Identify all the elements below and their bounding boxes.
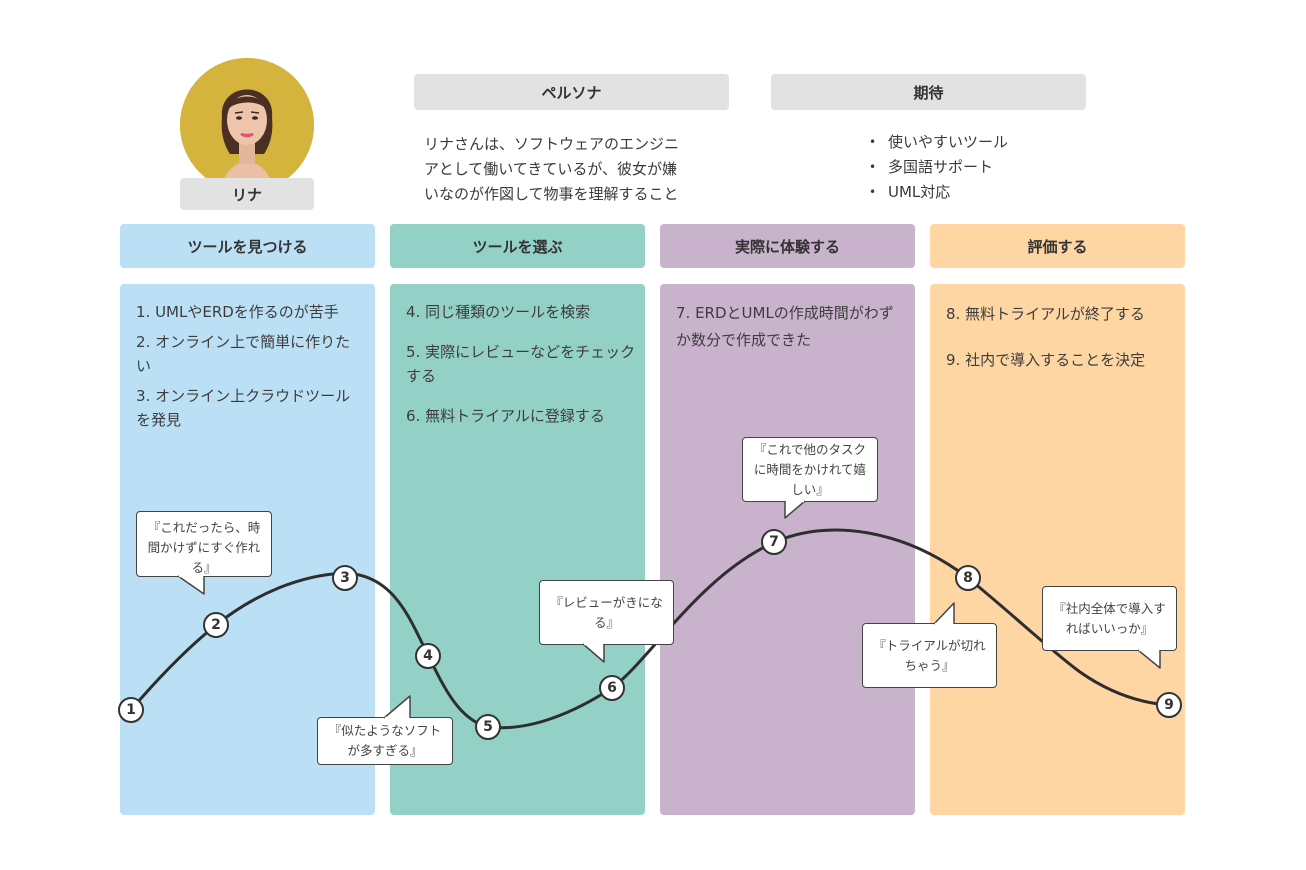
quote-line: に時間をかけれて嬉 (753, 462, 867, 477)
persona-header: ペルソナ (414, 74, 729, 110)
quote-line: 『これだったら、時 (147, 520, 261, 535)
stage-column-evaluate: 8. 無料トライアルが終了する 9. 社内で導入することを決定 (930, 284, 1185, 815)
persona-description: リナさんは、ソフトウェアのエンジニ アとして働いてきているが、彼女が嫌 いなのが… (424, 132, 724, 207)
step-list: 8. 無料トライアルが終了する 9. 社内で導入することを決定 (946, 302, 1175, 394)
journey-node: 2 (203, 612, 229, 638)
quote-line: ちゃう』 (904, 658, 955, 673)
quote-line: る』 (191, 560, 217, 575)
persona-description-line: アとして働いてきているが、彼女が嫌 (424, 160, 678, 178)
person-photo-icon (180, 58, 314, 192)
quote-line: 間かけずにすぐ作れ (147, 540, 261, 555)
quote-bubble-6: 『レビューがきにな る』 (539, 580, 674, 645)
quote-line: る』 (593, 615, 619, 630)
step-item: 6. 無料トライアルに登録する (406, 407, 605, 425)
persona-description-line: リナさんは、ソフトウェアのエンジニ (424, 135, 680, 153)
stage-header-find-tool: ツールを見つける (120, 224, 375, 268)
persona-avatar (180, 58, 314, 192)
quote-line: 『似たようなソフト (328, 723, 442, 738)
persona-name-label: リナ (180, 178, 314, 210)
quote-bubble-2: 『これだったら、時 間かけずにすぐ作れ る』 (136, 511, 272, 577)
stage-header-try-it: 実際に体験する (660, 224, 915, 268)
step-list: 4. 同じ種類のツールを検索 5. 実際にレビューなどをチェックする 6. 無料… (406, 300, 637, 434)
stage-header-evaluate: 評価する (930, 224, 1185, 268)
quote-line: ればいいっか』 (1065, 621, 1154, 636)
persona-description-line: いなのが作図して物事を理解すること (424, 185, 679, 203)
journey-node: 9 (1156, 692, 1182, 718)
step-item: 2. オンライン上で簡単に作りたい (136, 333, 351, 375)
step-item: 1. UMLやERDを作るのが苦手 (136, 303, 339, 321)
stage-header-choose-tool: ツールを選ぶ (390, 224, 645, 268)
journey-node: 6 (599, 675, 625, 701)
step-item: 7. ERDとUMLの作成時間がわずか数分で作成できた (676, 304, 894, 349)
expectation-item: UML対応 (866, 180, 1008, 205)
journey-node: 7 (761, 529, 787, 555)
step-item: 4. 同じ種類のツールを検索 (406, 303, 591, 321)
quote-bubble-7: 『これで他のタスク に時間をかけれて嬉 しい』 (742, 437, 878, 502)
quote-bubble-4: 『似たようなソフト が多すぎる』 (317, 717, 453, 765)
quote-line: 『社内全体で導入す (1053, 601, 1166, 616)
journey-node: 1 (118, 697, 144, 723)
quote-line: 『トライアルが切れ (873, 638, 986, 653)
step-item: 8. 無料トライアルが終了する (946, 305, 1145, 323)
step-item: 3. オンライン上クラウドツールを発見 (136, 387, 351, 429)
quote-line: しい』 (791, 482, 829, 497)
quote-bubble-8: 『トライアルが切れ ちゃう』 (862, 623, 997, 688)
expectation-item: 多国語サポート (866, 155, 1008, 180)
quote-line: 『レビューがきにな (550, 595, 663, 610)
quote-bubble-9: 『社内全体で導入す ればいいっか』 (1042, 586, 1177, 651)
step-item: 5. 実際にレビューなどをチェックする (406, 343, 636, 385)
expectation-item: 使いやすいツール (866, 130, 1008, 155)
journey-node: 5 (475, 714, 501, 740)
expectations-header: 期待 (771, 74, 1086, 110)
step-item: 9. 社内で導入することを決定 (946, 351, 1146, 369)
quote-line: 『これで他のタスク (753, 442, 867, 457)
step-list: 1. UMLやERDを作るのが苦手 2. オンライン上で簡単に作りたい 3. オ… (136, 300, 365, 438)
journey-node: 3 (332, 565, 358, 591)
journey-node: 8 (955, 565, 981, 591)
step-list: 7. ERDとUMLの作成時間がわずか数分で作成できた (676, 300, 903, 360)
quote-line: が多すぎる』 (347, 743, 423, 758)
stage-column-try-it: 7. ERDとUMLの作成時間がわずか数分で作成できた (660, 284, 915, 815)
expectations-list: 使いやすいツール 多国語サポート UML対応 (866, 130, 1008, 205)
journey-node: 4 (415, 643, 441, 669)
